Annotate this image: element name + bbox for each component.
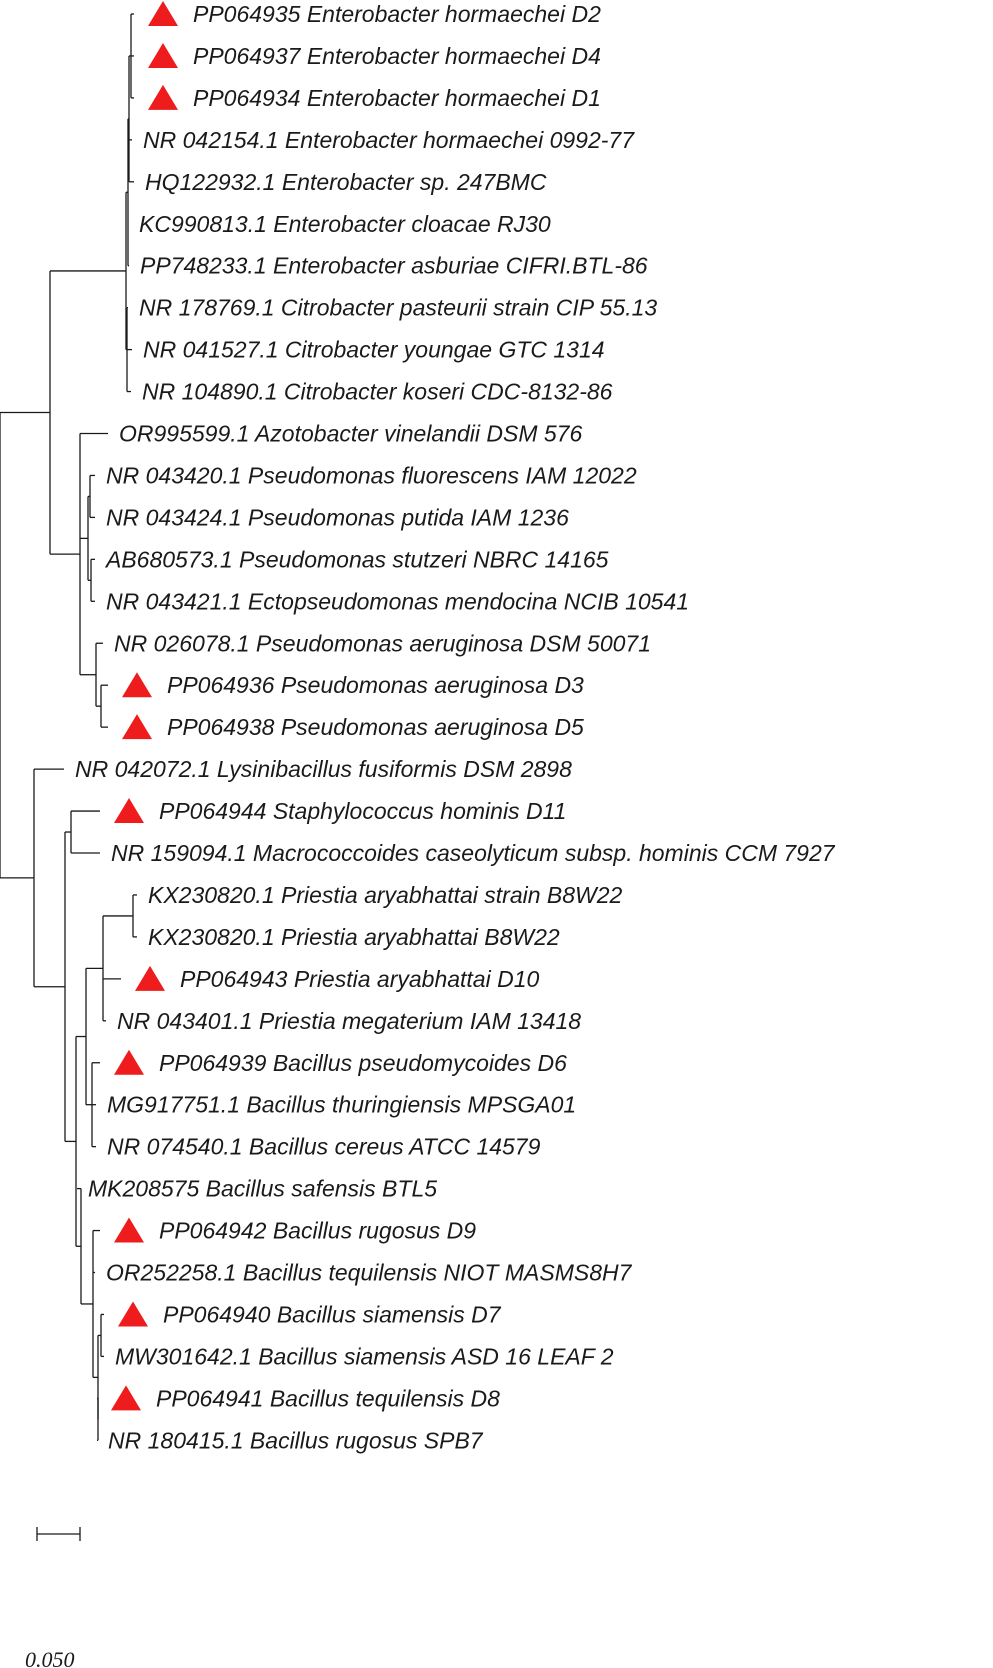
leaf-label: PP064941 Bacillus tequilensis D8 — [156, 1385, 500, 1411]
scale-bar-label: 0.050 — [25, 1647, 75, 1668]
leaf-label: NR 043421.1 Ectopseudomonas mendocina NC… — [106, 588, 689, 614]
leaf-label: NR 159094.1 Macrococcoides caseolyticum … — [111, 840, 836, 866]
tree-branches — [0, 13, 137, 1441]
leaf-label: PP064943 Priestia aryabhattai D10 — [180, 966, 539, 992]
leaf-label: NR 178769.1 Citrobacter pasteurii strain… — [139, 295, 657, 321]
leaf-label: HQ122932.1 Enterobacter sp. 247BMC — [145, 169, 547, 195]
sample-markers — [111, 1, 178, 1411]
triangle-icon — [148, 1, 178, 26]
triangle-icon — [114, 1049, 144, 1075]
leaf-label: MW301642.1 Bacillus siamensis ASD 16 LEA… — [115, 1343, 614, 1369]
triangle-icon — [122, 714, 152, 740]
leaf-labels: PP064935 Enterobacter hormaechei D2 PP064… — [75, 1, 836, 1453]
leaf-label: OR995599.1 Azotobacter vinelandii DSM 57… — [119, 421, 582, 447]
leaf-label: PP064942 Bacillus rugosus D9 — [159, 1218, 476, 1244]
leaf-label: PP064936 Pseudomonas aeruginosa D3 — [167, 672, 584, 698]
leaf-label: KX230820.1 Priestia aryabhattai B8W22 — [148, 924, 560, 950]
leaf-label: PP064939 Bacillus pseudomycoides D6 — [159, 1050, 567, 1076]
leaf-label: MK208575 Bacillus safensis BTL5 — [88, 1176, 437, 1202]
triangle-icon — [114, 1217, 144, 1243]
leaf-label: NR 074540.1 Bacillus cereus ATCC 14579 — [107, 1134, 541, 1160]
leaf-label: PP064944 Staphylococcus hominis D11 — [159, 798, 566, 824]
triangle-icon — [148, 42, 178, 68]
leaf-label: PP748233.1 Enterobacter asburiae CIFRI.B… — [140, 253, 648, 279]
triangle-icon — [148, 84, 178, 110]
scale-bar: 0.050 — [25, 1527, 81, 1668]
triangle-icon — [122, 672, 152, 698]
triangle-icon — [135, 965, 165, 991]
leaf-label: NR 042154.1 Enterobacter hormaechei 0992… — [143, 127, 635, 153]
leaf-label: NR 026078.1 Pseudomonas aeruginosa DSM 5… — [114, 630, 651, 656]
triangle-icon — [111, 1385, 141, 1411]
leaf-label: PP064935 Enterobacter hormaechei D2 — [193, 1, 601, 27]
leaf-label: KC990813.1 Enterobacter cloacae RJ30 — [139, 211, 551, 237]
leaf-label: PP064937 Enterobacter hormaechei D4 — [193, 43, 601, 69]
leaf-label: NR 043420.1 Pseudomonas fluorescens IAM … — [106, 462, 637, 488]
leaf-label: NR 104890.1 Citrobacter koseri CDC-8132-… — [142, 379, 613, 405]
triangle-icon — [114, 798, 144, 824]
leaf-label: NR 043401.1 Priestia megaterium IAM 1341… — [117, 1008, 581, 1034]
leaf-label: PP064938 Pseudomonas aeruginosa D5 — [167, 714, 584, 740]
leaf-label: NR 041527.1 Citrobacter youngae GTC 1314 — [143, 337, 605, 363]
leaf-label: AB680573.1 Pseudomonas stutzeri NBRC 141… — [104, 546, 609, 572]
leaf-label: PP064940 Bacillus siamensis D7 — [163, 1301, 502, 1327]
leaf-label: OR252258.1 Bacillus tequilensis NIOT MAS… — [106, 1260, 633, 1286]
leaf-label: PP064934 Enterobacter hormaechei D1 — [193, 85, 601, 111]
triangle-icon — [118, 1301, 148, 1327]
leaf-label: NR 042072.1 Lysinibacillus fusiformis DS… — [75, 756, 572, 782]
leaf-label: NR 180415.1 Bacillus rugosus SPB7 — [108, 1427, 484, 1453]
leaf-label: NR 043424.1 Pseudomonas putida IAM 1236 — [106, 504, 569, 530]
leaf-label: KX230820.1 Priestia aryabhattai strain B… — [148, 882, 623, 908]
leaf-label: MG917751.1 Bacillus thuringiensis MPSGA0… — [107, 1092, 576, 1118]
